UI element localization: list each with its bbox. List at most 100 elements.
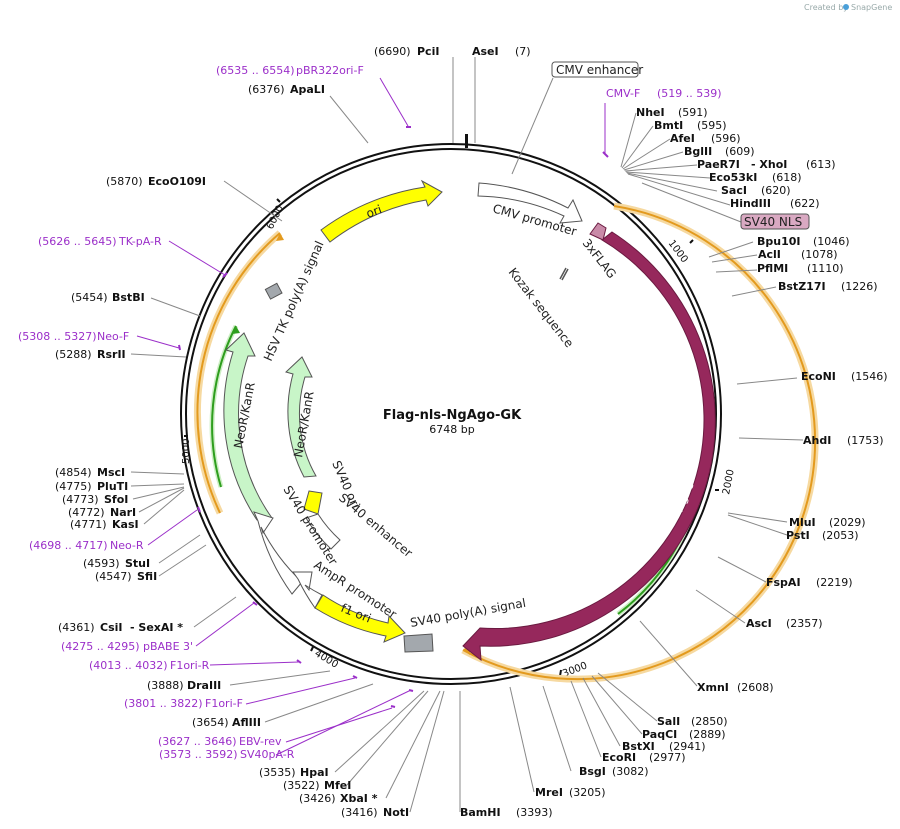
feature-3xflag[interactable]: 3xFLAG xyxy=(580,222,619,281)
site-ahdi: AhdI (1753) xyxy=(803,434,884,447)
primer-neo-f: (5308 .. 5327) Neo-F xyxy=(18,330,129,343)
svg-text:(2029): (2029) xyxy=(829,516,866,529)
site-fspai: FspAI (2219) xyxy=(766,576,853,589)
svg-text:CMV-F: CMV-F xyxy=(606,87,640,100)
site-bsgi: BsgI (3082) xyxy=(579,765,649,778)
site-bstxi: BstXI (2941) xyxy=(622,740,706,753)
site-eco53ki: Eco53kI (618) xyxy=(709,171,802,184)
svg-text:AclI: AclI xyxy=(758,248,781,261)
svg-text:(6376): (6376) xyxy=(248,83,285,96)
primer-pbr322ori-f: (6535 .. 6554) pBR322ori-F xyxy=(216,64,364,77)
primer-sv40pa-r: (3573 .. 3592) SV40pA-R xyxy=(159,748,295,761)
site-bstz17i: BstZ17I (1226) xyxy=(778,280,878,293)
site-sali: SalI (2850) xyxy=(657,715,728,728)
svg-text:XmnI: XmnI xyxy=(697,681,729,694)
svg-text:(5288): (5288) xyxy=(55,348,92,361)
svg-text:(4275 .. 4295): (4275 .. 4295) xyxy=(61,640,140,653)
svg-text:(2608): (2608) xyxy=(737,681,774,694)
feature-kozak[interactable]: Kozak sequence xyxy=(506,265,577,350)
svg-text:PaeR7I: PaeR7I xyxy=(697,158,740,171)
site-bmti: BmtI (595) xyxy=(654,119,727,132)
site-mrei: MreI (3205) xyxy=(535,786,606,799)
svg-text:BstBI: BstBI xyxy=(112,291,145,304)
svg-text:- XhoI: - XhoI xyxy=(751,158,787,171)
ruler-1000: 1000 xyxy=(666,238,694,265)
primer-f1ori-r: (4013 .. 4032) F1ori-R xyxy=(89,659,210,672)
site-hindiii: HindIII (622) xyxy=(730,197,820,210)
callout-sv40-nls[interactable]: SV40 NLS xyxy=(641,182,810,230)
svg-text:NarI: NarI xyxy=(110,506,136,519)
site-kasi: (4771) KasI xyxy=(70,518,139,531)
svg-text:AflIII: AflIII xyxy=(232,716,261,729)
feature-hsv-tk-polya[interactable]: HSV TK poly(A) signal xyxy=(261,239,327,363)
svg-text:(3426): (3426) xyxy=(299,792,336,805)
svg-text:AfeI: AfeI xyxy=(670,132,695,145)
svg-text:Bpu10I: Bpu10I xyxy=(757,235,801,248)
primer-ebv-rev: (3627 .. 3646) EBV-rev xyxy=(158,735,282,748)
svg-text:1000: 1000 xyxy=(666,238,690,265)
callout-cmv-enhancer[interactable]: CMV enhancer xyxy=(511,61,643,175)
svg-text:(519 .. 539): (519 .. 539) xyxy=(657,87,722,100)
svg-text:(4593): (4593) xyxy=(83,557,120,570)
svg-text:CsiI: CsiI xyxy=(100,621,122,634)
site-sfoi: (4773) SfoI xyxy=(62,493,128,506)
site-mfei: (3522) MfeI xyxy=(283,779,351,792)
svg-text:(2850): (2850) xyxy=(691,715,728,728)
site-pcil: (6690) PciI xyxy=(374,45,439,58)
plasmid-title: Flag-nls-NgAgo-GK 6748 bp xyxy=(383,408,522,436)
primer-labels: (6535 .. 6554) pBR322ori-F CMV-F (519 ..… xyxy=(18,64,722,761)
svg-text:AseI: AseI xyxy=(472,45,499,58)
feature-ngago[interactable]: NgAgo xyxy=(462,231,716,662)
svg-text:SnapGene: SnapGene xyxy=(851,3,892,12)
svg-text:EcoO109I: EcoO109I xyxy=(148,175,206,188)
svg-text:(1226): (1226) xyxy=(841,280,878,293)
svg-text:SV40 poly(A) signal: SV40 poly(A) signal xyxy=(409,596,527,630)
site-mlui: MluI (2029) xyxy=(789,516,866,529)
site-stui: (4593) StuI xyxy=(83,557,150,570)
svg-text:SV40 enhancer: SV40 enhancer xyxy=(336,491,415,561)
svg-text:(4698 .. 4717): (4698 .. 4717) xyxy=(29,539,108,552)
primer-f1ori-f: (3801 .. 3822) F1ori-F xyxy=(124,697,243,710)
feature-neokan-inner[interactable]: NeoR/KanR xyxy=(285,356,317,478)
site-bstbi: (5454) BstBI xyxy=(71,291,145,304)
svg-text:F1ori-F: F1ori-F xyxy=(205,697,243,710)
svg-text:HpaI: HpaI xyxy=(300,766,329,779)
svg-text:(1753): (1753) xyxy=(847,434,884,447)
svg-text:(3573 .. 3592): (3573 .. 3592) xyxy=(159,748,238,761)
site-nari: (4772) NarI xyxy=(68,506,136,519)
svg-text:PstI: PstI xyxy=(786,529,810,542)
svg-text:pBR322ori-F: pBR322ori-F xyxy=(296,64,364,77)
svg-text:(2357): (2357) xyxy=(786,617,823,630)
svg-text:(5454): (5454) xyxy=(71,291,108,304)
primer-leaders xyxy=(136,77,606,756)
svg-text:2000: 2000 xyxy=(721,468,737,495)
svg-text:Eco53kI: Eco53kI xyxy=(709,171,757,184)
site-ecori: EcoRI (2977) xyxy=(602,751,686,764)
svg-text:4000: 4000 xyxy=(312,648,339,671)
svg-text:- SexAI *: - SexAI * xyxy=(130,621,183,634)
svg-text:(2941): (2941) xyxy=(669,740,706,753)
svg-text:BamHI: BamHI xyxy=(460,806,501,819)
primer-tk-pa-r: (5626 .. 5645) TK-pA-R xyxy=(38,235,162,248)
svg-text:StuI: StuI xyxy=(125,557,150,570)
svg-text:(1046): (1046) xyxy=(813,235,850,248)
svg-text:PluTI: PluTI xyxy=(97,480,128,493)
svg-text:PflMI: PflMI xyxy=(757,262,788,275)
site-rsrii: (5288) RsrII xyxy=(55,348,126,361)
feature-f1-ori[interactable]: f1 ori xyxy=(314,594,406,643)
svg-text:TK-pA-R: TK-pA-R xyxy=(118,235,162,248)
svg-text:BmtI: BmtI xyxy=(654,119,683,132)
ruler-4000: 4000 xyxy=(310,646,340,671)
svg-text:Neo-R: Neo-R xyxy=(110,539,144,552)
feature-ori[interactable]: ori xyxy=(320,179,443,243)
svg-text:(2977): (2977) xyxy=(649,751,686,764)
svg-text:Created by: Created by xyxy=(804,3,848,12)
svg-text:(3205): (3205) xyxy=(569,786,606,799)
feature-neokan-outer[interactable]: NeoR/KanR xyxy=(223,332,273,521)
feature-cmv-promoter[interactable]: CMV promoter xyxy=(477,182,583,239)
svg-text:(3416): (3416) xyxy=(341,806,378,819)
svg-text:(3654): (3654) xyxy=(192,716,229,729)
svg-text:(4772): (4772) xyxy=(68,506,105,519)
svg-text:F1ori-R: F1ori-R xyxy=(170,659,210,672)
svg-text:(4547): (4547) xyxy=(95,570,132,583)
